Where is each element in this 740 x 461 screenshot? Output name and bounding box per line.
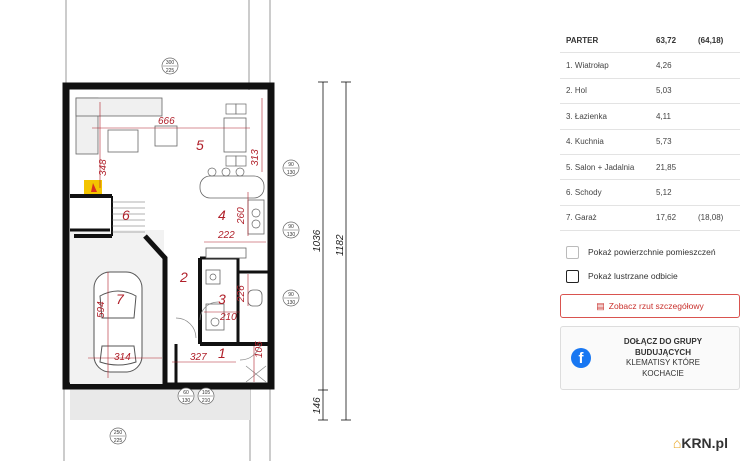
room-area: 4,26 bbox=[650, 52, 692, 79]
table-row: 3. Łazienka 4,11 bbox=[560, 103, 740, 130]
detailed-plan-button[interactable]: ▤ Zobacz rzut szczegółowy bbox=[560, 294, 740, 319]
room-area-extra bbox=[692, 129, 740, 155]
svg-text:130: 130 bbox=[287, 232, 296, 238]
room-area-extra bbox=[692, 103, 740, 130]
svg-text:300: 300 bbox=[166, 60, 175, 66]
facebook-line-3: KLEMATISY KTÓRE bbox=[626, 358, 700, 368]
room-area-extra: (18,08) bbox=[692, 205, 740, 232]
svg-text:60: 60 bbox=[183, 390, 189, 396]
room-area: 4,11 bbox=[650, 103, 692, 130]
dim-1182: 1182 bbox=[335, 234, 346, 256]
room-area-extra bbox=[692, 78, 740, 105]
room-area: 5,12 bbox=[650, 179, 692, 206]
facebook-line-4: KOCHACIE bbox=[642, 368, 684, 378]
window-marker-top: 300 225 bbox=[161, 57, 179, 75]
room-number-4: 4 bbox=[218, 207, 226, 223]
room-area-table: PARTER 63,72 (64,18) 1. Wiatrołap 4,26 2… bbox=[560, 28, 740, 232]
facebook-group-banner[interactable]: f DOŁĄCZ DO GRUPY BUDUJĄCYCH KLEMATISY K… bbox=[560, 326, 740, 391]
dim-327: 327 bbox=[190, 352, 207, 363]
room-area-extra bbox=[692, 154, 740, 181]
table-row: 7. Garaż 17,62 (18,08) bbox=[560, 205, 740, 232]
facebook-banner-text: DOŁĄCZ DO GRUPY BUDUJĄCYCH KLEMATISY KTÓ… bbox=[591, 337, 739, 379]
room-number-5: 5 bbox=[196, 137, 204, 153]
show-areas-label: Pokaż powierzchnie pomieszczeń bbox=[588, 247, 716, 258]
dim-594: 594 bbox=[96, 301, 107, 318]
table-header-row: PARTER 63,72 (64,18) bbox=[560, 28, 740, 54]
room-name: 3. Łazienka bbox=[560, 103, 650, 130]
svg-text:90: 90 bbox=[288, 292, 294, 298]
facebook-icon: f bbox=[571, 348, 591, 369]
dim-1036: 1036 bbox=[312, 229, 323, 252]
window-marker-bottom: 250 225 bbox=[109, 427, 127, 445]
window-marker-right-2: 90 130 bbox=[282, 221, 300, 239]
floor-area-extra: (64,18) bbox=[692, 28, 740, 54]
table-row: 1. Wiatrołap 4,26 bbox=[560, 52, 740, 79]
facebook-line-1: DOŁĄCZ DO GRUPY bbox=[623, 337, 703, 347]
room-area-extra bbox=[692, 52, 740, 79]
dim-260: 260 bbox=[236, 207, 247, 225]
table-row: 6. Schody 5,12 bbox=[560, 179, 740, 206]
dim-314: 314 bbox=[114, 352, 131, 363]
room-number-2: 2 bbox=[179, 269, 188, 285]
floor-area: 63,72 bbox=[650, 28, 692, 54]
window-marker-bottom-2: 105 210 bbox=[197, 387, 215, 405]
table-row: 2. Hol 5,03 bbox=[560, 78, 740, 105]
dim-222: 222 bbox=[217, 230, 235, 241]
dim-348: 348 bbox=[98, 159, 109, 176]
room-number-6: 6 bbox=[122, 207, 130, 223]
room-number-7: 7 bbox=[116, 291, 125, 307]
room-name: 4. Kuchnia bbox=[560, 129, 650, 155]
svg-text:130: 130 bbox=[182, 398, 191, 404]
window-marker-right-1: 90 130 bbox=[282, 159, 300, 177]
room-info-panel: PARTER 63,72 (64,18) 1. Wiatrołap 4,26 2… bbox=[560, 28, 740, 391]
svg-text:225: 225 bbox=[166, 68, 175, 74]
house-icon: ⌂ bbox=[672, 435, 682, 451]
svg-text:90: 90 bbox=[288, 224, 294, 230]
window-marker-right-3: 90 130 bbox=[282, 289, 300, 307]
room-area: 5,03 bbox=[650, 78, 692, 105]
svg-text:105: 105 bbox=[202, 390, 211, 396]
brand-name: KRN.pl bbox=[681, 435, 728, 451]
room-area: 17,62 bbox=[650, 205, 692, 232]
dim-105: 105 bbox=[254, 341, 265, 358]
svg-text:90: 90 bbox=[288, 162, 294, 168]
room-number-3: 3 bbox=[218, 291, 226, 307]
room-name: 7. Garaż bbox=[560, 205, 650, 232]
svg-text:225: 225 bbox=[114, 438, 123, 444]
table-row: 5. Salon + Jadalnia 21,85 bbox=[560, 154, 740, 181]
dim-666: 666 bbox=[158, 116, 175, 127]
mirror-label: Pokaż lustrzane odbicie bbox=[588, 271, 678, 282]
svg-text:130: 130 bbox=[287, 170, 296, 176]
mirror-option[interactable]: Pokaż lustrzane odbicie bbox=[560, 269, 740, 283]
svg-text:210: 210 bbox=[202, 398, 211, 404]
window-marker-bottom-1: 60 130 bbox=[177, 387, 195, 405]
dim-313: 313 bbox=[250, 149, 261, 166]
room-name: 1. Wiatrołap bbox=[560, 52, 650, 79]
room-area: 21,85 bbox=[650, 154, 692, 181]
floor-name: PARTER bbox=[560, 28, 650, 54]
dim-210: 210 bbox=[219, 312, 237, 323]
svg-text:250: 250 bbox=[114, 430, 123, 436]
dim-146: 146 bbox=[312, 397, 323, 414]
mirror-checkbox[interactable] bbox=[566, 269, 579, 283]
room-name: 2. Hol bbox=[560, 78, 650, 105]
room-name: 6. Schody bbox=[560, 179, 650, 206]
facebook-line-2: BUDUJĄCYCH bbox=[634, 347, 691, 357]
detailed-plan-label: Zobacz rzut szczegółowy bbox=[608, 301, 704, 312]
table-row: 4. Kuchnia 5,73 bbox=[560, 129, 740, 155]
show-areas-option[interactable]: Pokaż powierzchnie pomieszczeń bbox=[560, 245, 740, 259]
floor-plan: 300 225 90 130 90 130 90 130 60 130 bbox=[62, 0, 351, 461]
room-name: 5. Salon + Jadalnia bbox=[560, 154, 650, 181]
room-area-extra bbox=[692, 179, 740, 206]
svg-text:130: 130 bbox=[287, 300, 296, 306]
room-area: 5,73 bbox=[650, 129, 692, 155]
room-number-1: 1 bbox=[218, 345, 226, 361]
show-areas-checkbox[interactable] bbox=[566, 245, 579, 259]
krn-logo[interactable]: ⌂KRN.pl bbox=[673, 435, 728, 451]
plan-icon: ▤ bbox=[596, 300, 605, 311]
dim-226: 226 bbox=[236, 285, 247, 303]
